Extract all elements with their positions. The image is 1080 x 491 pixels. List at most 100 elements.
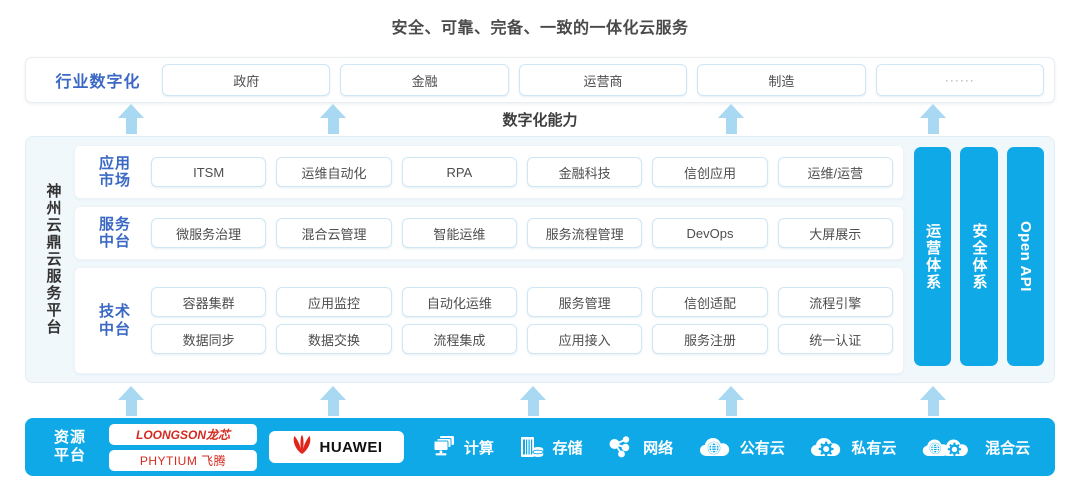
resource-item-public-cloud[interactable]: 公有云 — [699, 435, 785, 459]
resource-item-label: 存储 — [552, 439, 583, 457]
stack-row-app-market: 应用 市场 ITSM 运维自动化 RPA 金融科技 信创应用 运维/运营 — [74, 145, 904, 199]
resource-item-list: 计算 — [404, 435, 1043, 459]
industry-cell-manufacturing[interactable]: 制造 — [697, 64, 866, 96]
cloud-service-platform-panel: 神州云鼎云服务平台 应用 市场 ITSM 运维自动化 — [25, 136, 1055, 383]
cell-row: 数据同步 数据交换 流程集成 应用接入 服务注册 统一认证 — [151, 324, 893, 354]
top-arrow-band — [0, 104, 1080, 136]
platform-stack: 应用 市场 ITSM 运维自动化 RPA 金融科技 信创应用 运维/运营 — [74, 145, 1044, 374]
hybrid-cloud-icon — [922, 435, 978, 459]
capability-cell[interactable]: 大屏展示 — [777, 218, 893, 248]
up-arrow-icon — [118, 386, 144, 416]
label-line-2: 中台 — [98, 320, 131, 338]
chip-vendor-group: LOONGSON龙芯 PHYTIUM 飞腾 — [109, 423, 257, 471]
platform-body: 应用 市场 ITSM 运维自动化 RPA 金融科技 信创应用 运维/运营 — [74, 145, 1044, 374]
vertical-bar-group: 运营体系 安全体系 Open API — [912, 145, 1044, 374]
vertical-bar-security[interactable]: 安全体系 — [960, 147, 998, 366]
capability-cell[interactable]: 服务注册 — [652, 324, 768, 354]
resource-item-hybrid-cloud[interactable]: 混合云 — [922, 435, 1030, 459]
capability-cell[interactable]: DevOps — [652, 218, 768, 248]
industry-cell-finance[interactable]: 金融 — [340, 64, 509, 96]
capability-cell[interactable]: 智能运维 — [401, 218, 517, 248]
resource-item-private-cloud[interactable]: 私有云 — [810, 435, 896, 459]
platform-vertical-label: 神州云鼎云服务平台 — [44, 183, 62, 336]
label-line-2: 中台 — [98, 233, 131, 250]
up-arrow-icon — [320, 386, 346, 416]
resource-item-label: 私有云 — [851, 439, 897, 457]
up-arrow-icon — [320, 104, 346, 134]
resource-item-label: 公有云 — [739, 439, 785, 457]
vertical-bar-open-api[interactable]: Open API — [1006, 147, 1044, 366]
stack-row-cells: ITSM 运维自动化 RPA 金融科技 信创应用 运维/运营 — [151, 157, 893, 187]
stack-row-cells: 微服务治理 混合云管理 智能运维 服务流程管理 DevOps 大屏展示 — [151, 218, 893, 248]
capability-cell[interactable]: 混合云管理 — [276, 218, 392, 248]
up-arrow-icon — [118, 104, 144, 134]
capability-cell[interactable]: 流程集成 — [401, 324, 517, 354]
capability-cell[interactable]: 服务流程管理 — [526, 218, 643, 248]
resource-platform-bar: 资源 平台 LOONGSON龙芯 PHYTIUM 飞腾 HUAWEI — [25, 418, 1055, 476]
capability-cell[interactable]: 服务管理 — [526, 287, 643, 317]
resource-item-label: 混合云 — [985, 439, 1031, 457]
capability-cell[interactable]: 运维自动化 — [276, 157, 392, 187]
capability-cell[interactable]: ITSM — [151, 157, 267, 187]
capability-cell[interactable]: 数据同步 — [151, 324, 267, 354]
label-line-2: 市场 — [98, 172, 131, 189]
cell-row: ITSM 运维自动化 RPA 金融科技 信创应用 运维/运营 — [151, 157, 893, 187]
industry-cell-telecom[interactable]: 运营商 — [518, 64, 688, 96]
industry-row-label: 行业数字化 — [55, 74, 141, 91]
capability-cell[interactable]: 运维/运营 — [777, 157, 893, 187]
huawei-label: HUAWEI — [319, 438, 383, 456]
resource-item-storage[interactable]: 存储 — [519, 435, 582, 459]
stack-row-cells: 容器集群 应用监控 自动化运维 服务管理 信创适配 流程引擎 数据同步 数据交换… — [151, 287, 893, 354]
capability-cell[interactable]: RPA — [401, 157, 517, 187]
industry-digitalization-row: 行业数字化 政府 金融 运营商 制造 ······ — [25, 57, 1055, 103]
capability-cell[interactable]: 应用接入 — [526, 324, 643, 354]
vertical-bar-operations[interactable]: 运营体系 — [914, 147, 952, 366]
cell-row: 容器集群 应用监控 自动化运维 服务管理 信创适配 流程引擎 — [151, 287, 893, 317]
industry-cell-more[interactable]: ······ — [875, 64, 1045, 96]
compute-icon — [431, 435, 457, 459]
capability-cell[interactable]: 容器集群 — [151, 287, 267, 317]
label-line-1: 资源 — [53, 429, 86, 446]
label-line-1: 服务 — [98, 215, 131, 233]
resource-item-compute[interactable]: 计算 — [431, 435, 494, 459]
stack-row-label-tech-platform: 技术 中台 — [79, 303, 151, 338]
capability-cell[interactable]: 统一认证 — [777, 324, 893, 354]
cell-row: 微服务治理 混合云管理 智能运维 服务流程管理 DevOps 大屏展示 — [151, 218, 893, 248]
platform-rows-column: 应用 市场 ITSM 运维自动化 RPA 金融科技 信创应用 运维/运营 — [74, 145, 904, 374]
capability-cell[interactable]: 应用监控 — [276, 287, 392, 317]
up-arrow-icon — [920, 386, 946, 416]
capability-cell[interactable]: 微服务治理 — [151, 218, 267, 248]
capability-cell[interactable]: 金融科技 — [526, 157, 643, 187]
resource-item-network[interactable]: 网络 — [608, 435, 673, 459]
label-line-1: 技术 — [98, 303, 131, 321]
stack-row-label-app-market: 应用 市场 — [79, 155, 151, 190]
huawei-flower-icon — [291, 434, 313, 460]
capability-label: 数字化能力 — [502, 112, 578, 129]
label-line-2: 平台 — [53, 447, 86, 464]
resource-item-label: 计算 — [463, 439, 494, 457]
page-title: 安全、可靠、完备、一致的一体化云服务 — [391, 20, 689, 37]
vendor-chip-loongson[interactable]: LOONGSON龙芯 — [109, 423, 257, 445]
stack-row-tech-platform: 技术 中台 容器集群 应用监控 自动化运维 服务管理 信创适配 流程引擎 — [74, 267, 904, 374]
industry-cell-government[interactable]: 政府 — [162, 64, 331, 96]
capability-cell[interactable]: 信创应用 — [652, 157, 768, 187]
up-arrow-icon — [520, 386, 546, 416]
resource-platform-label: 资源 平台 — [35, 429, 105, 465]
capability-cell[interactable]: 流程引擎 — [777, 287, 893, 317]
bottom-arrow-band — [0, 386, 1080, 418]
up-arrow-icon — [718, 104, 744, 134]
label-line-1: 应用 — [98, 154, 131, 172]
industry-cell-list: 政府 金融 运营商 制造 ······ — [162, 64, 1046, 96]
capability-cell[interactable]: 信创适配 — [652, 287, 768, 317]
stack-row-service-platform: 服务 中台 微服务治理 混合云管理 智能运维 服务流程管理 DevOps 大屏展… — [74, 206, 904, 260]
storage-icon — [519, 435, 545, 459]
resource-item-label: 网络 — [643, 439, 674, 457]
up-arrow-icon — [920, 104, 946, 134]
up-arrow-icon — [718, 386, 744, 416]
vendor-chip-phytium[interactable]: PHYTIUM 飞腾 — [109, 449, 257, 471]
stack-row-label-service-platform: 服务 中台 — [79, 216, 151, 251]
vendor-chip-huawei[interactable]: HUAWEI — [269, 431, 404, 463]
capability-cell[interactable]: 自动化运维 — [401, 287, 517, 317]
capability-cell[interactable]: 数据交换 — [276, 324, 392, 354]
